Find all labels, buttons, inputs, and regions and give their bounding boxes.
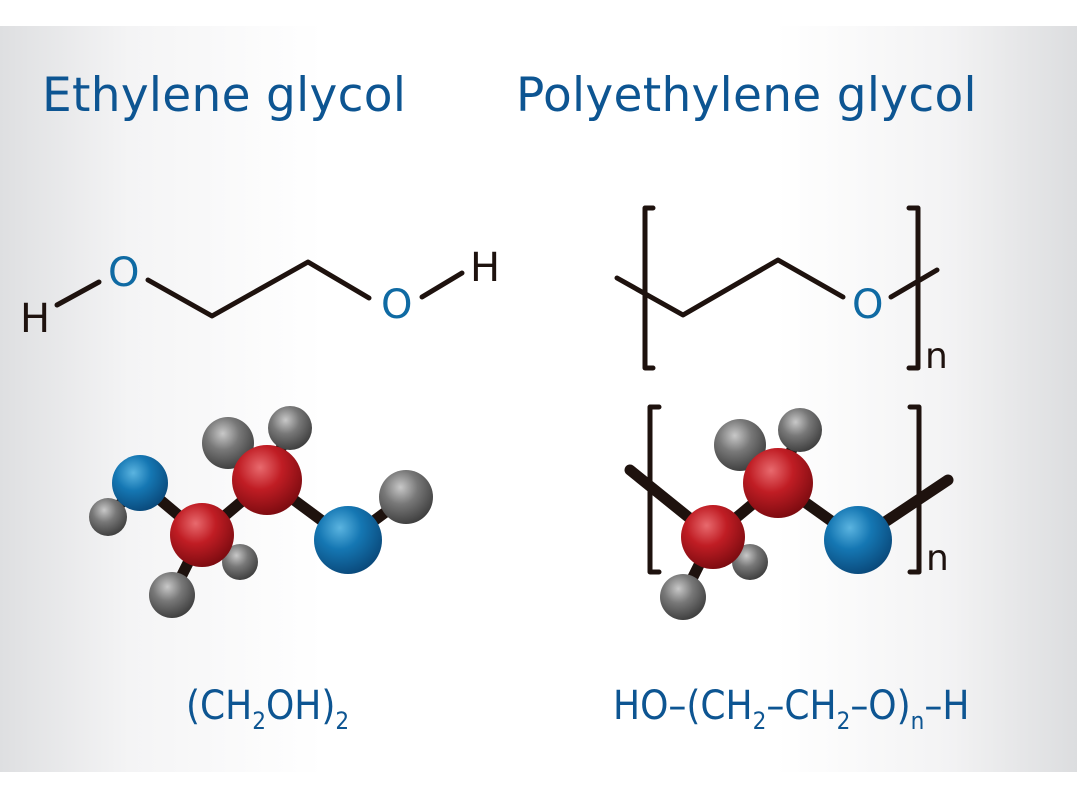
formula-subscript: n xyxy=(910,707,925,735)
atom-hydrogen xyxy=(89,498,127,536)
bond-chain xyxy=(614,257,846,318)
atom-hydrogen xyxy=(149,572,195,618)
atom-hydrogen xyxy=(732,544,768,580)
atom-carbon xyxy=(681,505,745,569)
bond-chain xyxy=(145,259,372,319)
atom-hydrogen xyxy=(222,544,258,580)
formula-part: –CH xyxy=(766,683,837,729)
formula-subscript: 2 xyxy=(836,707,851,735)
atom-h-right: H xyxy=(470,245,500,291)
title-ethylene-glycol: Ethylene glycol xyxy=(42,68,407,123)
repeat-subscript-n: n xyxy=(925,336,948,377)
formula-ethylene-glycol: (CH2OH)2 xyxy=(186,686,349,733)
formula-polyethylene-glycol: HO–(CH2–CH2–O)n–H xyxy=(613,686,969,733)
formula-part: –H xyxy=(924,683,970,729)
diagram-panel xyxy=(0,26,1077,772)
bond-h-o-left xyxy=(54,279,102,308)
atom-oxygen xyxy=(112,455,168,511)
peg-ball-and-stick: n xyxy=(624,404,954,620)
atom-o: O xyxy=(852,282,883,328)
bracket-right xyxy=(907,404,922,575)
atom-carbon xyxy=(232,445,302,515)
atom-hydrogen xyxy=(379,470,433,524)
title-polyethylene-glycol: Polyethylene glycol xyxy=(516,68,977,123)
formula-part: (CH xyxy=(186,683,253,729)
peg-skeletal-formula xyxy=(614,205,940,371)
bond-o-out xyxy=(888,267,940,300)
formula-subscript: 2 xyxy=(252,707,266,735)
atom-oxygen xyxy=(314,506,382,574)
atom-hydrogen xyxy=(714,419,766,471)
bracket-right xyxy=(906,205,921,371)
formula-part: –O) xyxy=(850,683,911,729)
atom-oxygen xyxy=(824,506,892,574)
ethylene-glycol-ball-and-stick xyxy=(89,406,433,618)
atom-hydrogen xyxy=(660,574,706,620)
formula-part: HO–(CH xyxy=(613,683,753,729)
atom-h-left: H xyxy=(20,296,50,342)
atom-carbon xyxy=(743,448,813,518)
atom-o-left: O xyxy=(108,250,139,296)
bracket-left xyxy=(642,205,656,371)
formula-part: OH) xyxy=(265,683,336,729)
repeat-subscript-n: n xyxy=(926,538,949,579)
atom-o-right: O xyxy=(381,282,412,328)
formula-subscript: 2 xyxy=(752,707,767,735)
atom-hydrogen xyxy=(268,406,312,450)
bond-o-h-right xyxy=(419,270,465,300)
atom-hydrogen xyxy=(202,417,254,469)
ethylene-glycol-skeletal-formula xyxy=(54,259,465,319)
atom-carbon xyxy=(170,503,234,567)
atom-hydrogen xyxy=(778,408,822,452)
formula-subscript: 2 xyxy=(335,707,350,735)
